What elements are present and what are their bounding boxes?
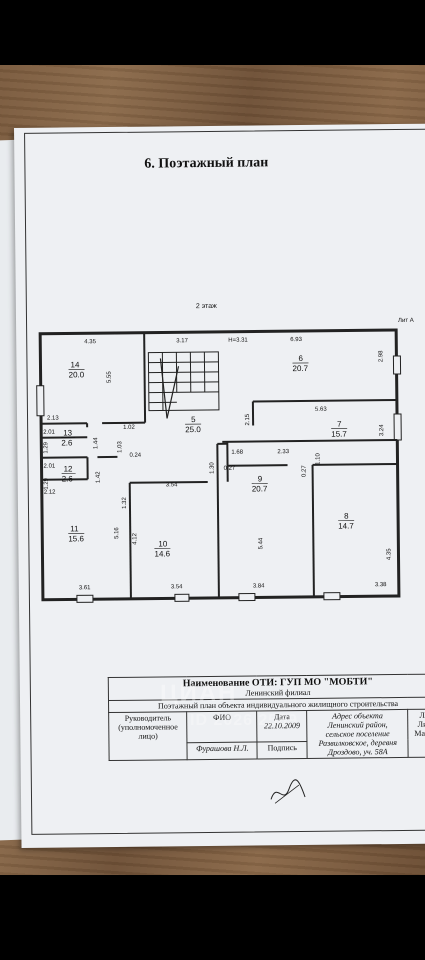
head-label-3: лицо) (138, 731, 158, 741)
dim-h-3-31: H=3.31 (228, 338, 248, 344)
windows (36, 355, 402, 603)
dim-3-54b: 3.54 (171, 584, 183, 590)
dim-1-42: 1.42 (96, 471, 102, 483)
dim-5-44: 5.44 (258, 537, 264, 549)
dim-3-61: 3.61 (79, 585, 91, 591)
head-label-2: (уполномоченное (118, 722, 178, 732)
room-labels: 14 20.0 13 2.6 12 2.6 11 15.6 10 14.6 5 … (61, 354, 354, 559)
dim-5-55: 5.55 (107, 371, 113, 383)
room-14-number: 14 (70, 360, 80, 369)
sheets-label: Листо (417, 719, 425, 729)
dim-2-13: 2.13 (47, 416, 59, 422)
dim-3-17: 3.17 (176, 338, 188, 344)
dim-1-29a: 1.29 (43, 441, 49, 453)
scale-label: Масшта (414, 728, 425, 738)
dim-0-27b: 0.27 (302, 465, 308, 477)
room-9-number: 9 (258, 474, 263, 483)
room-5-number: 5 (191, 415, 196, 424)
sheet-cell: Лист Листо Масшта (408, 708, 425, 758)
dim-2-98: 2.98 (378, 350, 384, 362)
room-13-number: 13 (63, 428, 73, 437)
watermark-id: ID 2026 2569 (190, 712, 299, 729)
dim-4-35-top: 4.35 (84, 339, 96, 345)
dim-1-29b: 1.29 (44, 477, 50, 489)
sheet-label: Лист (419, 710, 425, 720)
address-line-3: Развилковское, деревня (318, 738, 398, 748)
room-8-number: 8 (344, 512, 349, 521)
room-13-area: 2.6 (61, 438, 73, 447)
dim-2-33: 2.33 (277, 449, 289, 455)
dim-2-15: 2.15 (245, 413, 251, 425)
room-11-number: 11 (70, 524, 79, 533)
dim-5-16: 5.16 (114, 527, 120, 539)
room-9-area: 20.7 (252, 484, 268, 493)
dim-0-24: 0.24 (129, 453, 141, 459)
floor-plan-drawing: 2 этаж Лит А (36, 303, 414, 603)
dim-1-68: 1.68 (231, 450, 243, 456)
dim-3-38: 3.38 (375, 582, 387, 588)
room-6-number: 6 (298, 354, 303, 363)
liter-label: Лит А (398, 318, 414, 324)
address-cell: Адрес объекта Ленинский район, сельское … (306, 709, 409, 759)
interior-walls (41, 332, 398, 599)
dim-4-12: 4.12 (132, 532, 138, 544)
room-10-area: 14.6 (154, 549, 170, 558)
room-12-area: 2.6 (62, 474, 74, 483)
dim-2-01a: 2.01 (43, 430, 55, 436)
floor-label: 2 этаж (196, 303, 217, 310)
dim-1-32: 1.32 (122, 496, 128, 508)
fio-value: Фурашова Н.Л. (187, 741, 258, 760)
room-12-number: 12 (64, 464, 74, 473)
head-cell: Руководитель (уполномоченное лицо) (108, 711, 188, 761)
dim-3-54a: 3.54 (166, 482, 178, 488)
dim-2-01b: 2.01 (44, 464, 56, 470)
dim-6-93: 6.93 (290, 337, 302, 343)
signature-scribble (270, 779, 306, 804)
watermark-brand: ЦИАН (159, 679, 238, 708)
org-cell: Наименование ОТИ: ГУП МО "МОБТИ" Ленинск… (108, 673, 425, 701)
room-8-area: 14.7 (338, 521, 354, 530)
dim-1-10: 1.10 (315, 452, 321, 464)
dim-1-44: 1.44 (93, 437, 99, 449)
address-line-4: Дроздово, уч. 58А (327, 747, 388, 757)
title-block: Наименование ОТИ: ГУП МО "МОБТИ" Ленинск… (108, 673, 425, 787)
staircase (147, 351, 220, 419)
room-7-area: 15.7 (331, 430, 347, 439)
dim-1-30: 1.30 (210, 462, 216, 474)
floor-plan-sheet: 6. Поэтажный план 2 этаж Лит А (14, 123, 425, 848)
room-7-number: 7 (337, 420, 342, 429)
room-5-area: 25.0 (185, 425, 201, 434)
room-11-area: 15.6 (68, 534, 84, 543)
room-underlines (61, 362, 355, 549)
dim-1-03: 1.03 (117, 441, 123, 453)
dim-5-63: 5.63 (315, 407, 327, 413)
dim-2-12: 2.12 (44, 490, 56, 496)
dim-3-84: 3.84 (253, 583, 265, 589)
dim-3-24: 3.24 (379, 424, 385, 436)
dim-4-35-side: 4.35 (386, 548, 392, 560)
sign-label: Подпись (257, 740, 308, 759)
room-10-number: 10 (158, 539, 168, 548)
room-6-area: 20.7 (292, 364, 308, 373)
dimension-labels: 4.35 3.17 H=3.31 6.93 2.98 5.55 5.63 2.1… (43, 337, 392, 591)
dim-1-02: 1.02 (123, 425, 135, 431)
room-14-area: 20.0 (69, 370, 85, 379)
dim-0-27a: 0.27 (224, 466, 236, 472)
